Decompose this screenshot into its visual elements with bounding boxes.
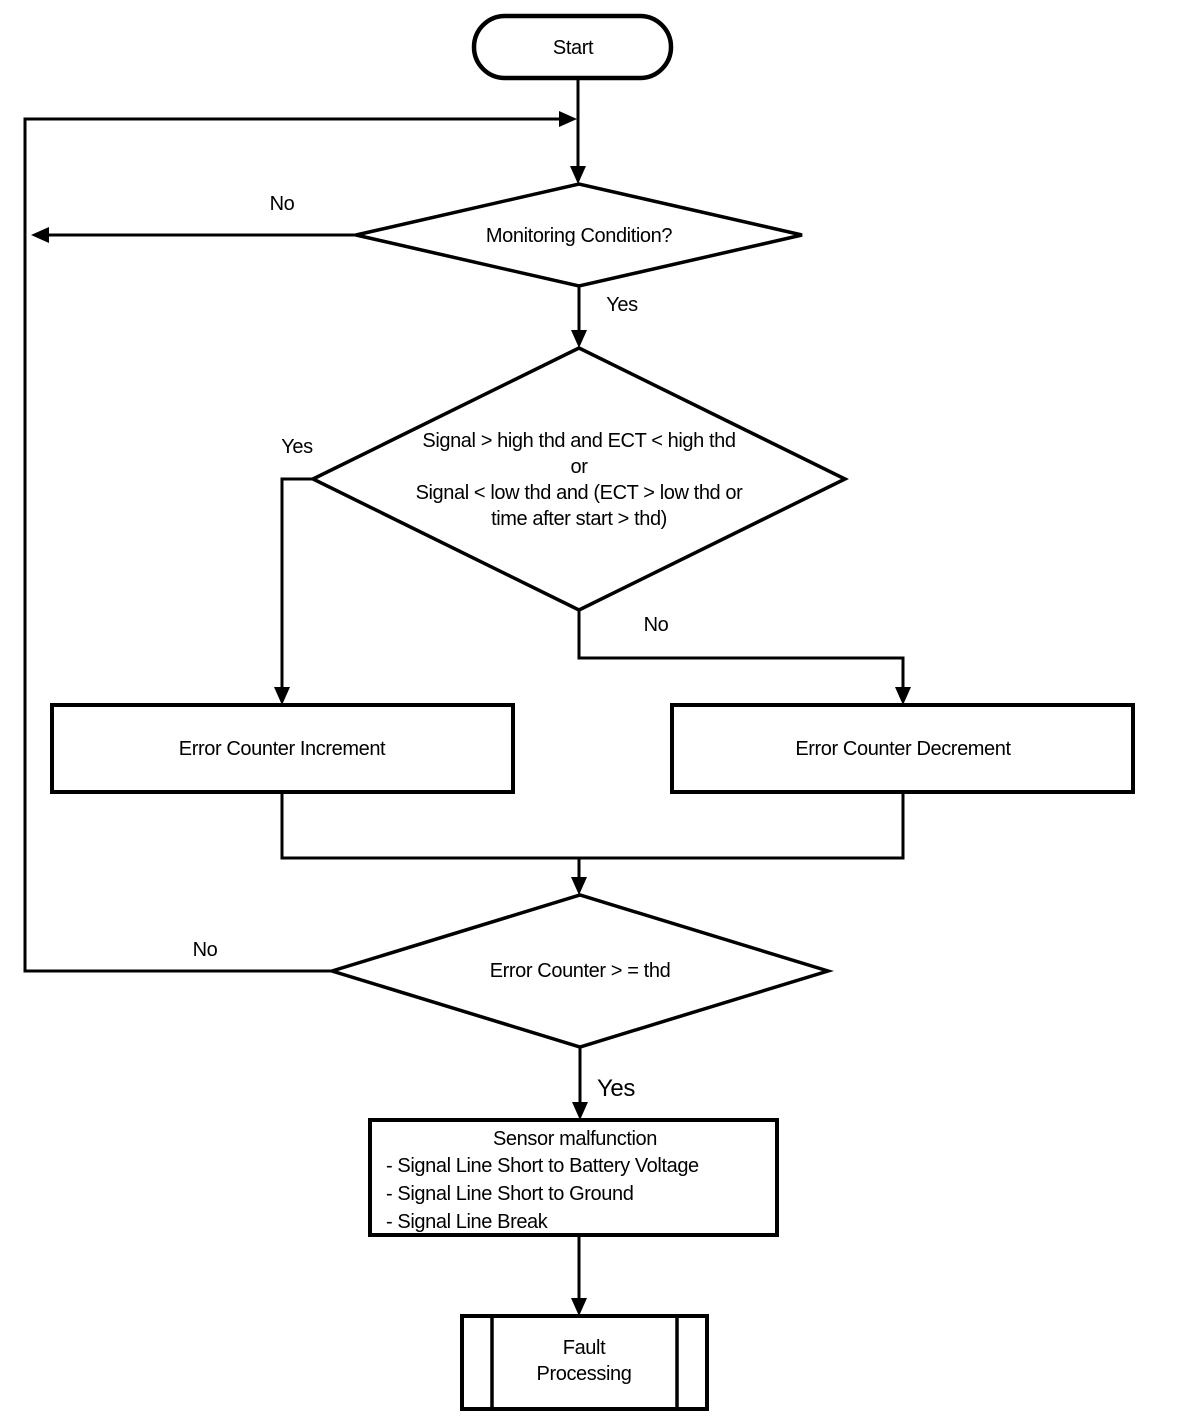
malfunction-item-3: - Signal Line Break — [386, 1211, 548, 1233]
arrowhead-loop-into-main-line — [559, 111, 577, 127]
arrowhead-into-signal-check — [571, 330, 587, 348]
malfunction-title: Sensor malfunction — [492, 1128, 658, 1150]
malfunction-items: - Signal Line Short to Battery Voltage -… — [386, 1152, 699, 1236]
signal-check-line-2: or — [570, 456, 588, 478]
edge-threshold-no-loop — [23, 117, 560, 973]
fault-label: Fault Processing — [537, 1335, 632, 1387]
malfunction-item-1: - Signal Line Short to Battery Voltage — [386, 1155, 699, 1177]
edge-merge — [280, 792, 905, 860]
signal-check-decision-shape — [309, 346, 849, 612]
malfunction-process-shape — [368, 1118, 779, 1237]
arrowhead-into-fault — [571, 1298, 587, 1316]
decrement-label: Error Counter Decrement — [795, 738, 1011, 760]
threshold-label: Error Counter > = thd — [489, 960, 671, 982]
signal-no-label: No — [643, 614, 669, 636]
signal-check-line-1: Signal > high thd and ECT < high thd — [422, 430, 736, 452]
monitoring-decision-shape — [355, 182, 803, 288]
signal-check-line-3: Signal < low thd and (ECT > low thd or — [415, 482, 743, 504]
increment-label: Error Counter Increment — [178, 738, 386, 760]
arrowhead-into-monitoring — [570, 166, 586, 184]
monitoring-no-label: No — [269, 193, 295, 215]
arrowhead-into-decrement — [895, 687, 911, 705]
signal-yes-label: Yes — [281, 436, 313, 458]
start-label: Start — [552, 37, 594, 59]
monitoring-yes-label: Yes — [606, 294, 638, 316]
arrowhead-monitoring-no — [31, 227, 49, 243]
threshold-no-label: No — [192, 939, 218, 961]
fault-line-2: Processing — [536, 1363, 632, 1385]
arrowhead-into-increment — [274, 687, 290, 705]
start-terminator-shape — [471, 13, 674, 81]
threshold-decision-shape — [326, 893, 834, 1049]
arrowhead-into-threshold — [571, 877, 587, 895]
malfunction-item-2: - Signal Line Short to Ground — [386, 1183, 634, 1205]
arrowhead-into-malfunction — [572, 1102, 588, 1120]
monitoring-label: Monitoring Condition? — [485, 225, 673, 247]
fault-line-1: Fault — [562, 1337, 606, 1359]
decrement-process-shape — [670, 703, 1135, 794]
edge-signal-yes — [280, 477, 313, 701]
fault-predefined-process-shape — [460, 1314, 709, 1411]
signal-check-line-4: time after start > thd) — [491, 508, 667, 530]
signal-check-text: Signal > high thd and ECT < high thd or … — [416, 428, 743, 532]
increment-process-shape — [50, 703, 515, 794]
edge-signal-no — [577, 610, 905, 701]
threshold-yes-label: Yes — [597, 1075, 635, 1102]
